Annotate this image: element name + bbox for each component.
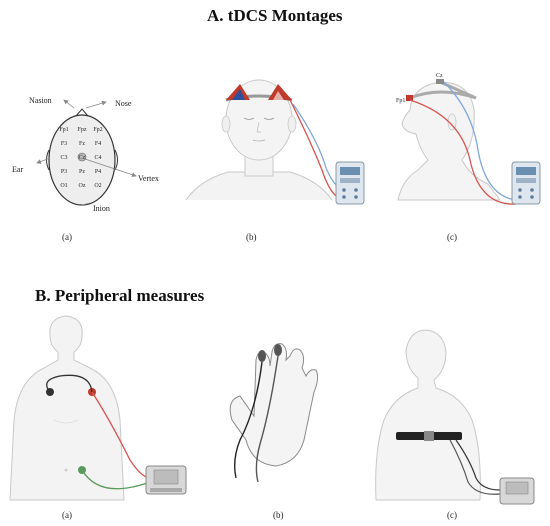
- navel: [64, 468, 68, 472]
- red-wire: [289, 99, 343, 201]
- nose-outline: [75, 108, 89, 117]
- cz-electrode-marker: [77, 152, 87, 162]
- electrode-label-fpz: Fpz: [78, 127, 87, 133]
- right-ear: [287, 115, 297, 133]
- electrode-label-o1: O1: [60, 183, 67, 189]
- finger-wire-1: [233, 361, 263, 479]
- panel-label-a-c: (c): [447, 232, 457, 242]
- hand-eda-view: [229, 343, 319, 483]
- mouth: [252, 139, 266, 142]
- vertex-label: Vertex: [138, 174, 159, 183]
- inion-arrow: [81, 202, 91, 206]
- tdcs-stimulator-device-b: [335, 161, 365, 205]
- ear-arrow: [36, 157, 51, 164]
- ecg-green-wire: [81, 469, 151, 490]
- finger-wire-2: [255, 355, 279, 483]
- nasion-arrow: [63, 99, 75, 109]
- electrode-label-fp1: Fp1: [59, 127, 68, 133]
- side-ear: [447, 113, 457, 131]
- strap-wire-2: [449, 439, 501, 495]
- left-ear: [221, 115, 231, 133]
- chest-strap-view: [375, 329, 535, 505]
- hand-outline: [229, 343, 319, 467]
- respiration-recorder-device: [499, 477, 535, 505]
- side-red-wire: [409, 99, 517, 205]
- cz-electrode: [436, 79, 444, 84]
- electrode-label-oz: Oz: [79, 183, 86, 189]
- ear-label: Ear: [12, 165, 23, 174]
- right-ear-outline: [114, 149, 118, 171]
- nose-label: Nose: [115, 99, 132, 108]
- anode-pad-right: [268, 84, 292, 100]
- finger-electrode-middle: [274, 344, 282, 356]
- strap-sensor: [424, 431, 434, 441]
- panel-label-b-a: (a): [62, 510, 72, 520]
- eeg-electrode-map: Nasion Nose Ear Vertex Inion Fp1 Fpz Fp2F3…: [12, 96, 159, 213]
- ecg-recorder-device: [145, 465, 187, 495]
- vertex-arrow: [81, 157, 137, 178]
- tdcs-front-view: [185, 79, 365, 205]
- pad-highlight: [273, 91, 284, 100]
- section-a-title: A. tDCS Montages: [207, 6, 343, 25]
- right-eye: [263, 117, 275, 120]
- tdcs-side-view: Cz Fp1: [396, 73, 541, 205]
- strap-wire-1: [455, 439, 501, 491]
- fp1-electrode: [406, 95, 413, 101]
- upper-body: [375, 329, 481, 501]
- side-blue-wire: [443, 81, 517, 201]
- electrode-label-p4: P4: [95, 169, 101, 175]
- nose-arrow: [85, 100, 107, 109]
- chest-line: [53, 419, 79, 424]
- tdcs-stimulator-device-c: [511, 161, 541, 205]
- fp1-label: Fp1: [396, 98, 405, 104]
- electrode-label-f3: F3: [61, 141, 67, 147]
- electrode-label-pz: Pz: [79, 169, 85, 175]
- finger-electrode-index: [258, 350, 266, 362]
- electrode-label-fz: Fz: [79, 141, 85, 147]
- panel-label-a-a: (a): [62, 232, 72, 242]
- panel-label-b-c: (c): [447, 510, 457, 520]
- black-wire: [46, 374, 93, 393]
- ecg-torso-view: [9, 315, 187, 501]
- cz-label: Cz: [436, 73, 443, 79]
- nose: [256, 121, 261, 133]
- electrode-label-c4: C4: [94, 155, 101, 161]
- cathode-pad-left: [232, 89, 245, 100]
- left-eye: [243, 117, 255, 120]
- inion-label: Inion: [93, 204, 110, 213]
- electrode-label-f4: F4: [95, 141, 101, 147]
- torso-body: [9, 315, 125, 501]
- side-profile: [397, 81, 501, 201]
- electrode-label-p3: P3: [61, 169, 67, 175]
- panel-label-a-b: (b): [246, 232, 257, 242]
- electrode-label-fp2: Fp2: [93, 127, 102, 133]
- ecg-red-wire: [91, 391, 151, 479]
- section-b-title: B. Peripheral measures: [35, 286, 205, 305]
- left-ear-outline: [46, 149, 50, 171]
- panel-label-b-b: (b): [273, 510, 284, 520]
- electrode-label-cz: Cz: [79, 155, 86, 161]
- nasion-label: Nasion: [29, 96, 52, 105]
- electrode-label-c3: C3: [60, 155, 67, 161]
- electrode-label-o2: O2: [94, 183, 101, 189]
